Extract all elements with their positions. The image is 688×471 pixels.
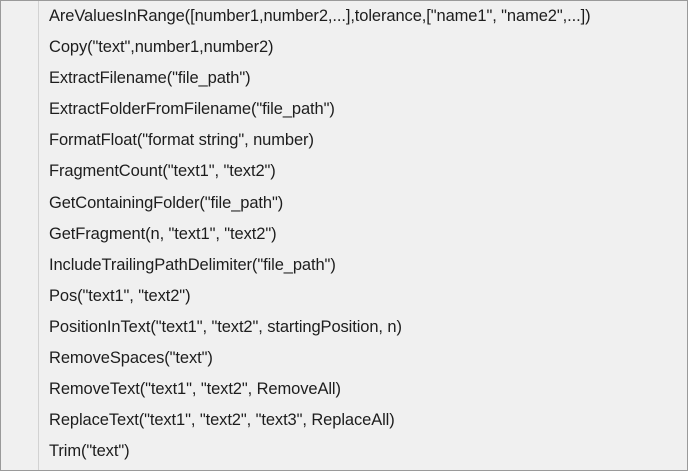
list-item[interactable]: AreValuesInRange([number1,number2,...],t… [49, 7, 591, 25]
list-item[interactable]: FormatFloat("format string", number) [49, 131, 314, 150]
list-item[interactable]: Pos("text1", "text2") [49, 286, 191, 305]
list-item[interactable]: PositionInText("text1", "text2", startin… [49, 317, 402, 336]
list-item[interactable]: IncludeTrailingPathDelimiter("file_path"… [49, 255, 336, 274]
list-item[interactable]: RemoveText("text1", "text2", RemoveAll) [49, 380, 341, 399]
list-item[interactable]: RemoveSpaces("text") [49, 349, 213, 368]
gutter-divider [38, 1, 39, 470]
list-item[interactable]: ExtractFolderFromFilename("file_path") [49, 100, 335, 119]
list-item[interactable]: Copy("text",number1,number2) [49, 38, 274, 57]
list-item[interactable]: ExtractFilename("file_path") [49, 69, 251, 88]
list-item[interactable]: GetFragment(n, "text1", "text2") [49, 224, 277, 243]
list-item[interactable]: ReplaceText("text1", "text2", "text3", R… [49, 411, 395, 430]
list-item[interactable]: GetContainingFolder("file_path") [49, 193, 284, 212]
list-item[interactable]: FragmentCount("text1", "text2") [49, 162, 276, 181]
line-number-gutter [1, 1, 38, 470]
function-signature-list[interactable]: AreValuesInRange([number1,number2,...],t… [39, 1, 687, 470]
list-item[interactable]: Trim("text") [49, 442, 130, 461]
